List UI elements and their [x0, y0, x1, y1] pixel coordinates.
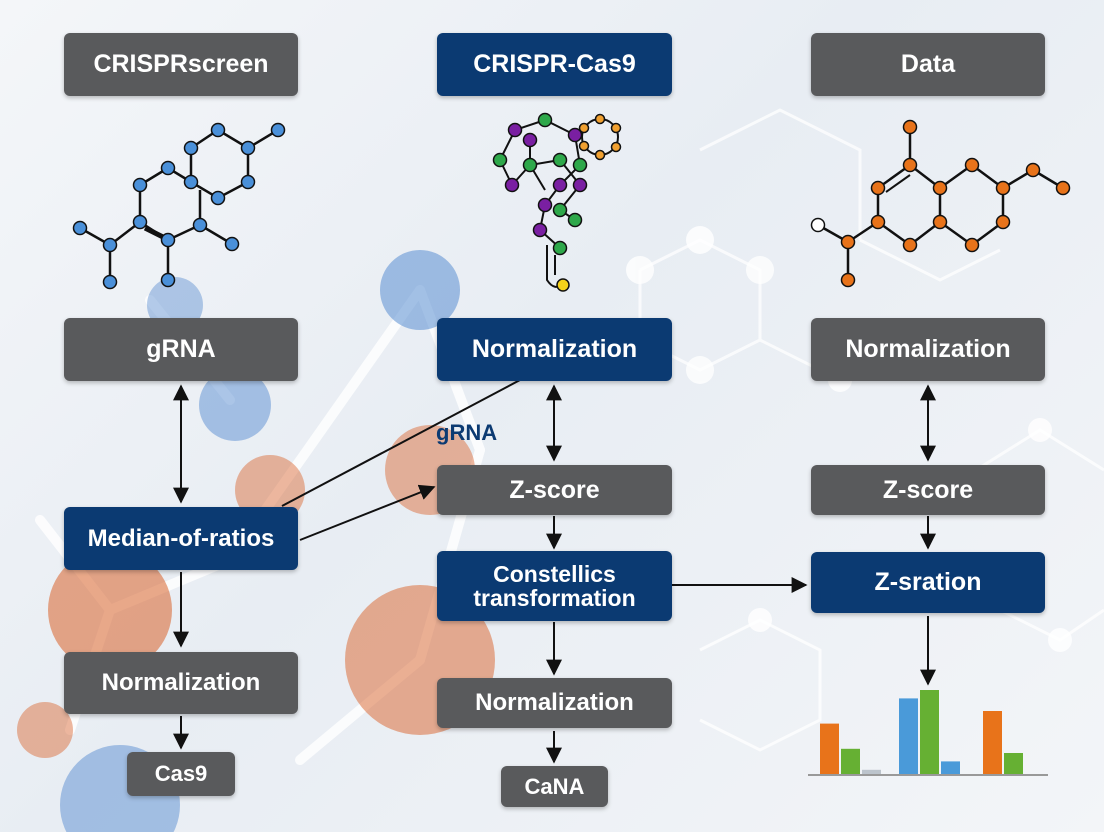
constellics-line1: Constellics	[493, 560, 616, 587]
line-median-normalization	[281, 379, 521, 507]
normalization-center-box: Normalization	[437, 318, 672, 381]
normalization-left-bottom-box: Normalization	[64, 652, 298, 714]
bar-0-2	[862, 769, 881, 774]
edge-label-grna: gRNA	[436, 420, 498, 445]
zsration-box: Z-sration	[811, 552, 1045, 613]
constellics-line2: transformation	[473, 585, 636, 611]
constellics-transformation-box: Constellics transformation	[437, 551, 672, 621]
bar-0-0	[820, 723, 839, 774]
bar-2-1	[1004, 753, 1023, 774]
normalization-right-box: Normalization	[811, 318, 1045, 381]
data-box: Data	[811, 33, 1045, 96]
bar-chart-icon	[820, 690, 1023, 774]
bar-1-1	[920, 690, 939, 774]
bar-1-2	[941, 761, 960, 774]
arrow-median-zscore	[299, 484, 436, 541]
bar-0-1	[841, 748, 860, 774]
grna-box: gRNA	[64, 318, 298, 381]
zscore-center-box: Z-score	[437, 465, 672, 515]
zscore-right-box: Z-score	[811, 465, 1045, 515]
crispr-cas9-box: CRISPR-Cas9	[437, 33, 672, 96]
median-of-ratios-box: Median-of-ratios	[64, 507, 298, 570]
bar-1-0	[899, 698, 918, 774]
cas9-box: Cas9	[127, 752, 235, 796]
cana-box: CaNA	[501, 766, 608, 807]
bar-2-0	[983, 711, 1002, 774]
normalization-center-bottom-box: Normalization	[437, 678, 672, 728]
crisprscreen-box: CRISPRscreen	[64, 33, 298, 96]
orange-molecule-icon	[817, 127, 1064, 280]
